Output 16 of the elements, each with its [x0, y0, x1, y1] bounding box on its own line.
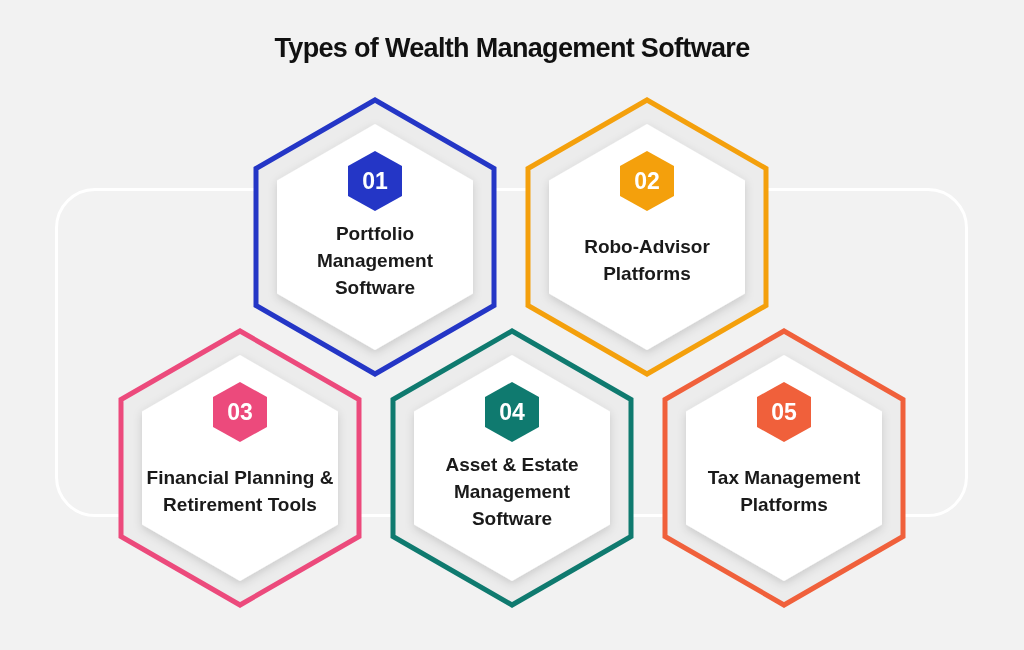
hexagon-label: Robo-Advisor Platforms	[583, 235, 711, 286]
hexagon-card	[390, 328, 634, 608]
number-badge: 04	[484, 381, 540, 443]
hexagon-card	[253, 97, 497, 377]
number-badge: 01	[347, 150, 403, 212]
number-badge: 05	[756, 381, 812, 443]
hexagon-label: Portfolio Management Software	[315, 221, 435, 300]
title: Types of Wealth Management Software	[274, 32, 750, 65]
hexagon-card	[662, 328, 906, 608]
hexagon-label: Financial Planning & Retirement Tools	[145, 466, 335, 517]
number-badge: 03	[212, 381, 268, 443]
hexagon-label: Asset & Estate Management Software	[444, 452, 580, 531]
hexagon-label: Tax Management Platforms	[706, 466, 862, 517]
hexagon-card	[525, 97, 769, 377]
number-badge: 02	[619, 150, 675, 212]
hexagon-card	[118, 328, 362, 608]
